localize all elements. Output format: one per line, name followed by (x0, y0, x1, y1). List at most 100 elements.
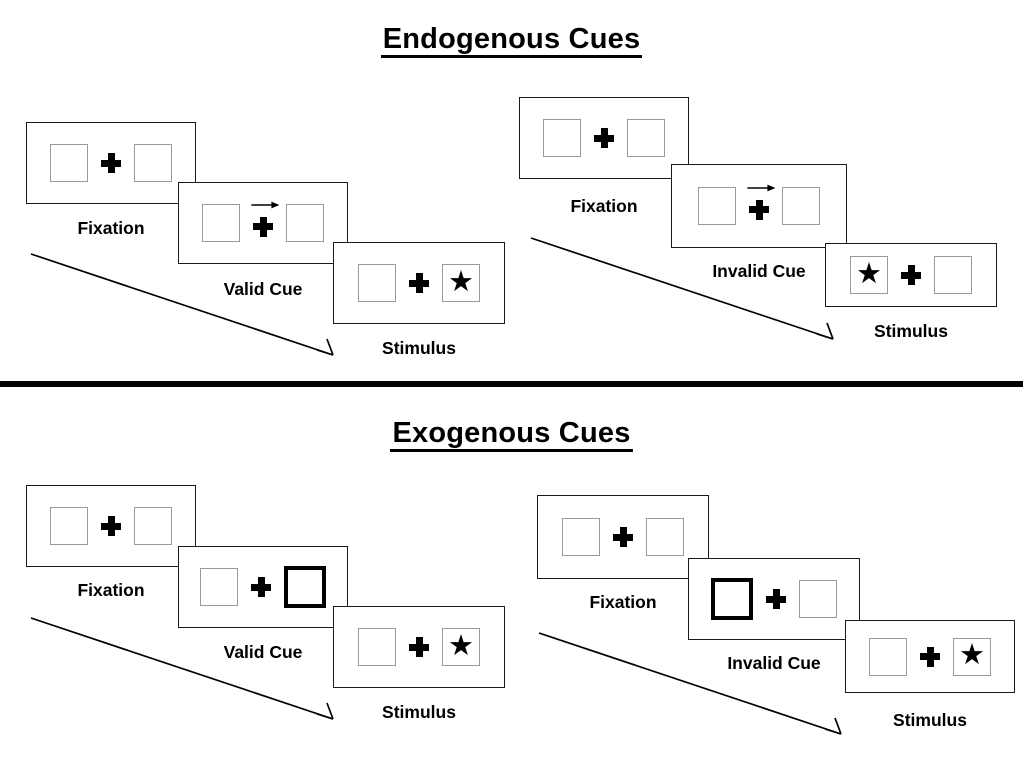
right-placeholder-box (782, 187, 820, 225)
right-placeholder-box (799, 580, 837, 618)
stimulus-box-right (134, 144, 172, 182)
right-placeholder-box (646, 518, 684, 556)
left-placeholder-box (358, 264, 396, 302)
caption-endogenous-invalid-cue: Invalid Cue (712, 261, 806, 281)
stimulus-box-left (200, 568, 238, 606)
stimulus-box-left (50, 507, 88, 545)
cue-box-flash-right (284, 566, 326, 608)
trial-frame-endogenous-invalid-cue[interactable] (671, 164, 847, 248)
left-placeholder-box (50, 144, 88, 182)
stimulus-box-left (358, 628, 396, 666)
target-star-icon: ★ (448, 629, 474, 662)
caption-exogenous-valid-stimulus: Stimulus (382, 702, 456, 722)
fixation-cross (736, 183, 782, 229)
fixation-cross-plus-icon (409, 637, 429, 657)
stimulus-box-left (562, 518, 600, 556)
trial-frame-exogenous-valid-cue[interactable] (178, 546, 348, 628)
fixation-cross-plus-icon (766, 589, 786, 609)
stimulus-box-left (202, 204, 240, 242)
trial-frame-endogenous-invalid-fixation[interactable] (519, 97, 689, 179)
stimulus-box-right (934, 256, 972, 294)
fixation-cross-plus-icon (901, 265, 921, 285)
fixation-cross (88, 503, 134, 549)
fixation-cross-plus-icon (409, 273, 429, 293)
caption-exogenous-invalid-cue: Invalid Cue (727, 653, 821, 673)
frame-content: ★ (869, 634, 991, 680)
trial-frame-exogenous-valid-fixation[interactable] (26, 485, 196, 567)
trial-frame-endogenous-valid-cue[interactable] (178, 182, 348, 264)
caption-exogenous-valid-cue: Valid Cue (223, 642, 303, 662)
left-cued-box (711, 578, 753, 620)
frame-content (711, 576, 837, 622)
frame-content (200, 564, 326, 610)
stimulus-box-left (358, 264, 396, 302)
caption-endogenous-valid-cue: Valid Cue (223, 279, 303, 299)
section-title-exogenous-text: Exogenous Cues (390, 418, 633, 453)
trial-frame-exogenous-invalid-fixation[interactable] (537, 495, 709, 579)
left-target-box: ★ (850, 256, 888, 294)
stimulus-box-left (50, 144, 88, 182)
frame-content: ★ (850, 252, 972, 298)
caption-exogenous-valid-fixation: Fixation (77, 580, 145, 600)
frame-content (202, 200, 324, 246)
fixation-cross (753, 576, 799, 622)
caption-exogenous-invalid-stimulus: Stimulus (893, 710, 967, 730)
caption-endogenous-valid-fixation: Fixation (77, 218, 145, 238)
stimulus-box-left (869, 637, 907, 676)
fixation-cross (396, 624, 442, 670)
fixation-cross-plus-icon (253, 216, 273, 237)
trial-frame-endogenous-valid-fixation[interactable] (26, 122, 196, 204)
fixation-cross (240, 200, 286, 246)
frame-content (562, 514, 684, 560)
fixation-cross-plus-icon (749, 199, 769, 220)
section-divider (0, 381, 1023, 387)
trial-frame-endogenous-invalid-stimulus[interactable]: ★ (825, 243, 997, 307)
fixation-cross (88, 140, 134, 186)
left-placeholder-box (698, 187, 736, 225)
trial-frame-exogenous-invalid-stimulus[interactable]: ★ (845, 620, 1015, 693)
trial-frame-exogenous-invalid-cue[interactable] (688, 558, 860, 640)
trial-frame-exogenous-valid-stimulus[interactable]: ★ (333, 606, 505, 688)
right-target-box: ★ (442, 628, 480, 666)
stimulus-box-right (627, 119, 665, 157)
stimulus-box-right: ★ (442, 628, 480, 666)
caption-exogenous-invalid-fixation: Fixation (589, 592, 657, 612)
fixation-cross (888, 252, 934, 298)
target-star-icon: ★ (448, 265, 474, 298)
stimulus-box-left (543, 119, 581, 157)
time-arrow-endogenous-valid (30, 253, 334, 356)
left-placeholder-box (202, 204, 240, 242)
fixation-cross-plus-icon (251, 577, 271, 597)
fixation-cross (907, 634, 953, 680)
caption-endogenous-invalid-stimulus: Stimulus (874, 321, 948, 341)
fixation-cross-plus-icon (920, 646, 940, 667)
right-placeholder-box (286, 204, 324, 242)
fixation-cross (581, 115, 627, 161)
right-placeholder-box (627, 119, 665, 157)
stimulus-box-right (646, 518, 684, 556)
stimulus-box-left (698, 187, 736, 225)
arrow-right-icon (747, 184, 776, 192)
stimulus-box-right (782, 187, 820, 225)
right-target-box: ★ (442, 264, 480, 302)
left-placeholder-box (50, 507, 88, 545)
stimulus-box-right (286, 204, 324, 242)
fixation-cross (238, 564, 284, 610)
time-arrow-exogenous-invalid (538, 632, 842, 735)
target-star-icon: ★ (856, 257, 882, 290)
stimulus-box-right (134, 507, 172, 545)
frame-content (50, 140, 172, 186)
left-placeholder-box (869, 637, 907, 676)
frame-content (698, 183, 820, 229)
stimulus-box-right: ★ (953, 637, 991, 676)
fixation-cross-plus-icon (101, 516, 121, 536)
target-star-icon: ★ (959, 639, 985, 671)
frame-content: ★ (358, 624, 480, 670)
right-cued-box (284, 566, 326, 608)
time-arrow-exogenous-valid (30, 617, 334, 720)
left-placeholder-box (200, 568, 238, 606)
trial-frame-endogenous-valid-stimulus[interactable]: ★ (333, 242, 505, 324)
caption-endogenous-valid-stimulus: Stimulus (382, 338, 456, 358)
fixation-cross-plus-icon (594, 128, 614, 148)
